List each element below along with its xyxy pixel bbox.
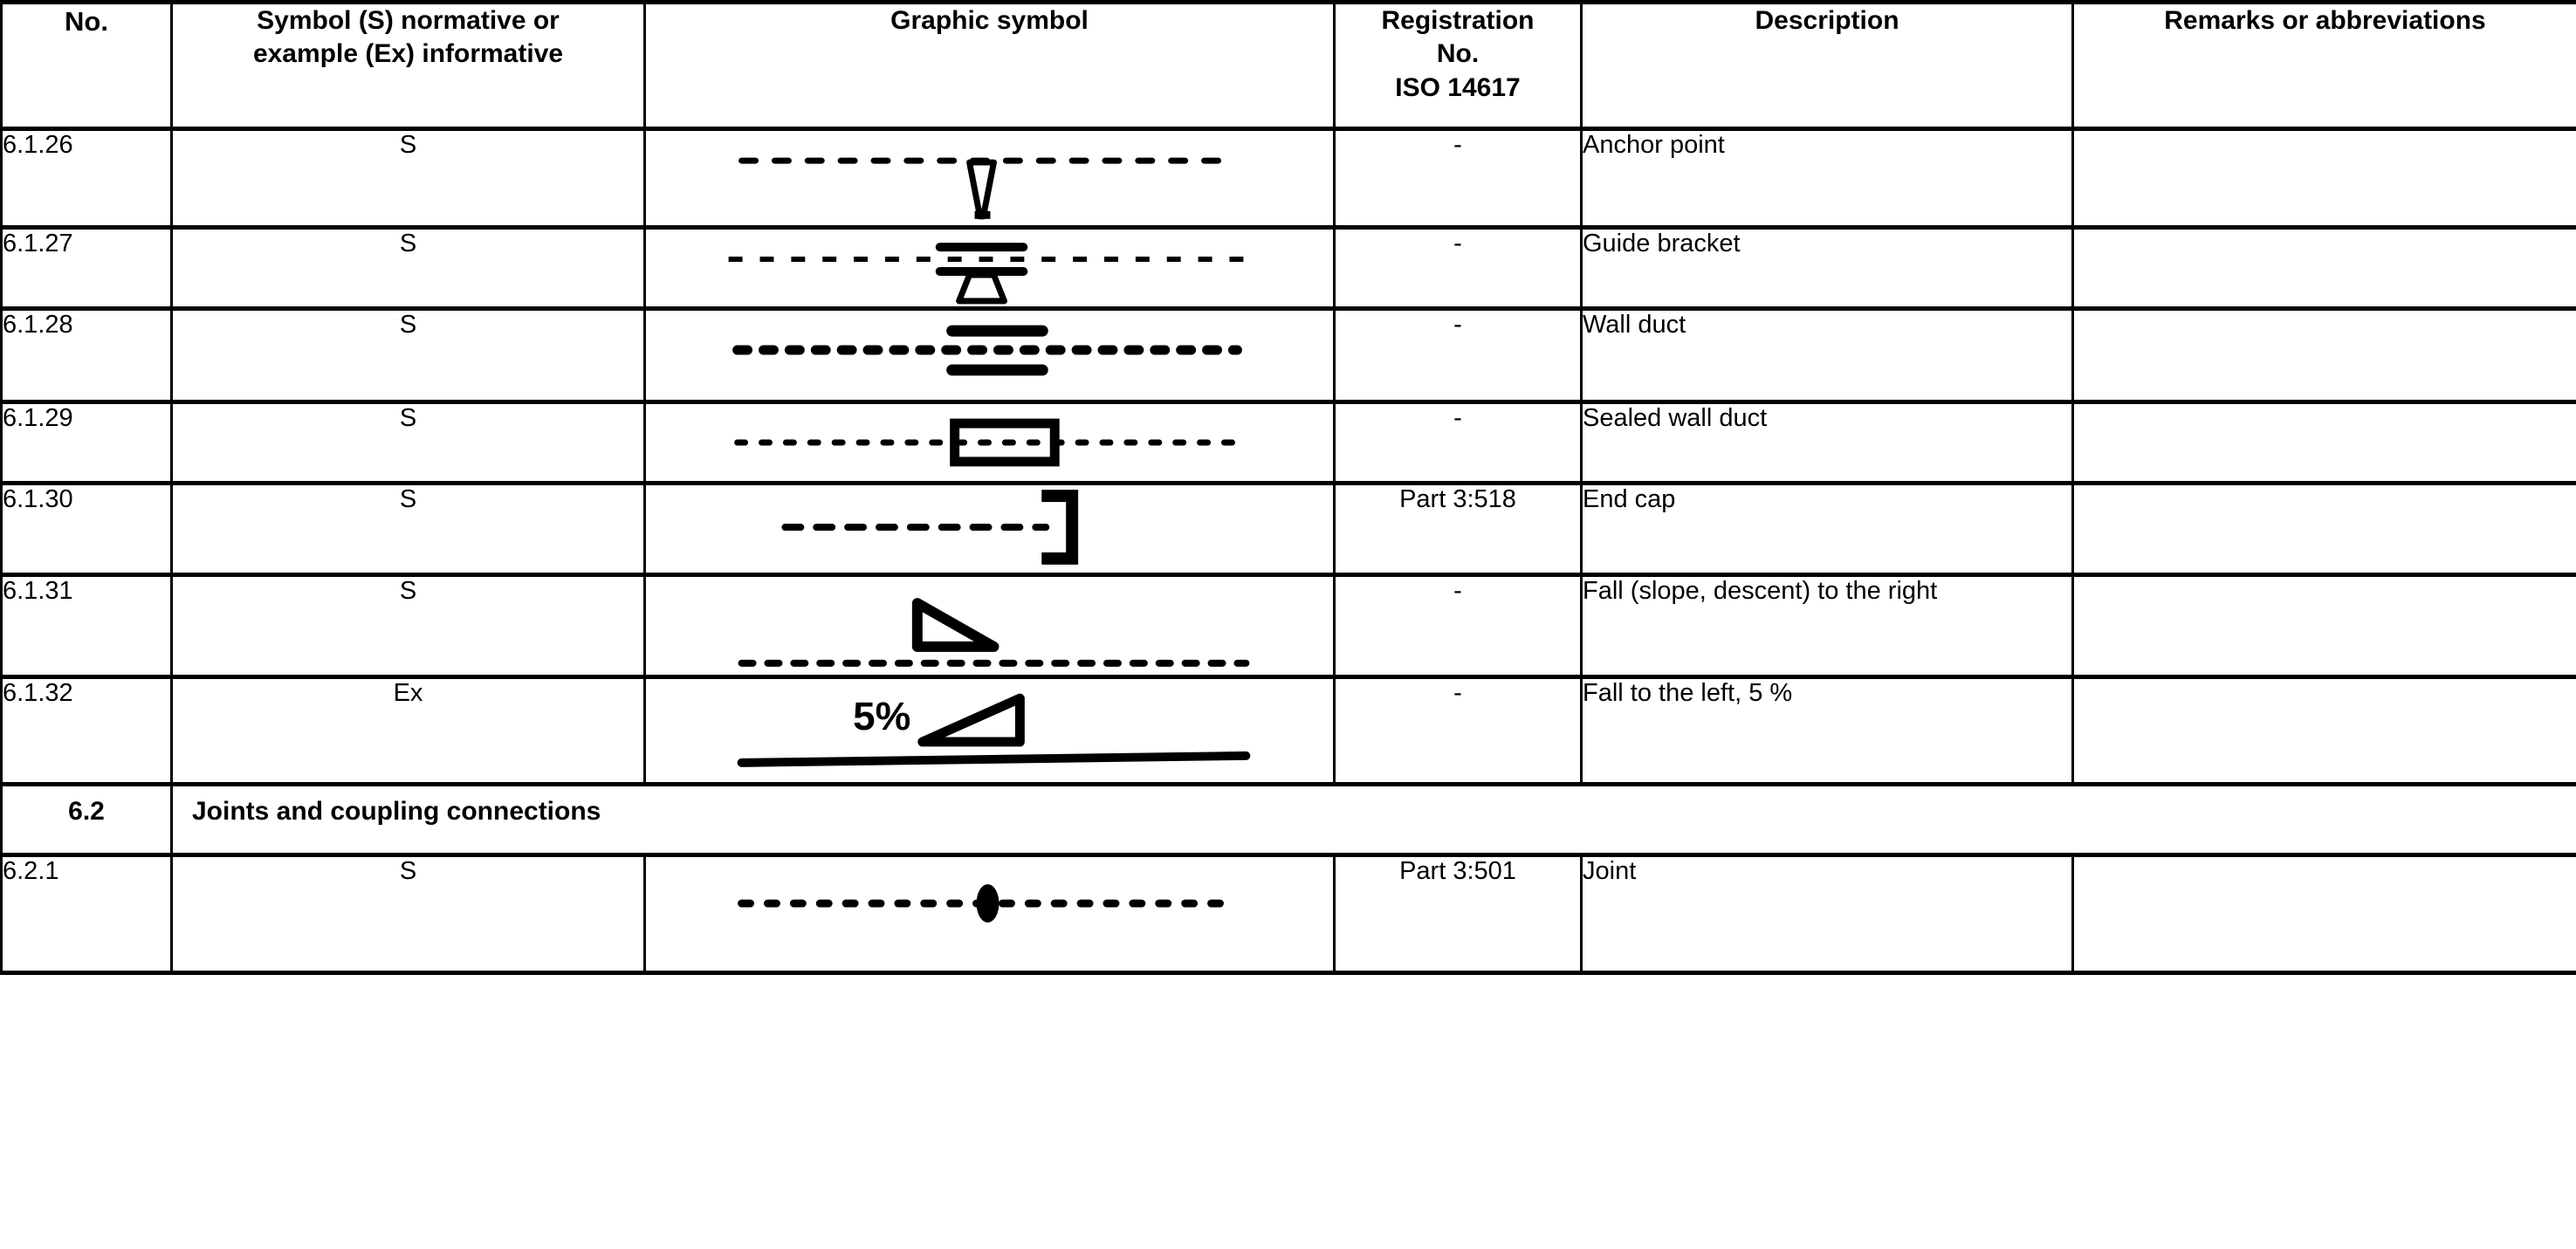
sealed-wall-duct-symbol xyxy=(648,407,1332,479)
cell-description: Joint xyxy=(1580,853,2074,975)
cell-registration-no: - xyxy=(1333,127,1583,230)
column-header-symbol-line2: example (Ex) informative xyxy=(252,39,564,69)
cell-no: 6.1.26 xyxy=(0,127,173,230)
cell-registration-no: - xyxy=(1333,225,1583,311)
table-row: 6.2.1 S Part 3:501 Joint xyxy=(0,853,2576,975)
cell-symbol-type: S xyxy=(170,853,646,975)
table-row: 6.1.30 S Part 3:518 End cap xyxy=(0,481,2576,577)
cell-registration-no: - xyxy=(1333,573,1583,679)
column-header-registration-no: Registration No. ISO 14617 xyxy=(1333,0,1583,131)
cell-description: Fall to the left, 5 % xyxy=(1580,675,2074,786)
table-row: 6.1.32 Ex 5% - Fall to the left, 5 % xyxy=(0,675,2576,786)
fall-right-symbol xyxy=(648,580,1332,673)
cell-no: 6.2.1 xyxy=(0,853,173,975)
fall-left-5-percent-symbol: 5% xyxy=(648,682,1332,780)
cell-description: Anchor point xyxy=(1580,127,2074,230)
section-number: 6.2 xyxy=(0,782,173,857)
cell-graphic-symbol xyxy=(643,306,1336,404)
cell-remarks xyxy=(2071,306,2576,404)
column-header-no-label: No. xyxy=(65,6,108,37)
table-row: 6.1.27 S - Guide bracket xyxy=(0,225,2576,311)
cell-remarks xyxy=(2071,127,2576,230)
column-header-registration-line3: ISO 14617 xyxy=(1395,72,1521,102)
cell-graphic-symbol xyxy=(643,481,1336,577)
wall-duct-symbol xyxy=(648,313,1332,398)
cell-remarks xyxy=(2071,481,2576,577)
cell-graphic-symbol: 5% xyxy=(643,675,1336,786)
column-header-symbol-line1: Symbol (S) normative or xyxy=(257,6,560,35)
graphic-symbols-table: No. Symbol (S) normative or example (Ex)… xyxy=(0,0,2576,975)
guide-bracket-symbol xyxy=(648,232,1332,305)
cell-no: 6.1.30 xyxy=(0,481,173,577)
cell-graphic-symbol xyxy=(643,127,1336,230)
column-header-description: Description xyxy=(1580,0,2074,131)
cell-registration-no: Part 3:518 xyxy=(1333,481,1583,577)
column-header-graphic-symbol: Graphic symbol xyxy=(643,0,1336,131)
cell-description: Sealed wall duct xyxy=(1580,400,2074,485)
cell-no: 6.1.28 xyxy=(0,306,173,404)
cell-symbol-type: Ex xyxy=(170,675,646,786)
cell-graphic-symbol xyxy=(643,573,1336,679)
table-row: 6.1.26 S - Anchor point xyxy=(0,127,2576,230)
cell-remarks xyxy=(2071,400,2576,485)
anchor-point-symbol xyxy=(648,134,1332,223)
cell-symbol-type: S xyxy=(170,127,646,230)
cell-graphic-symbol xyxy=(643,225,1336,311)
table-row: 6.1.29 S - Sealed wall duct xyxy=(0,400,2576,485)
cell-description: Fall (slope, descent) to the right xyxy=(1580,573,2074,679)
cell-graphic-symbol xyxy=(643,400,1336,485)
cell-remarks xyxy=(2071,225,2576,311)
table-header: No. Symbol (S) normative or example (Ex)… xyxy=(0,0,2576,131)
column-header-remarks-label: Remarks or abbreviations xyxy=(2164,6,2486,35)
column-header-symbol: Symbol (S) normative or example (Ex) inf… xyxy=(170,0,646,131)
header-row: No. Symbol (S) normative or example (Ex)… xyxy=(0,0,2576,131)
slope-percent-label: 5% xyxy=(853,694,910,738)
section-header-row: 6.2 Joints and coupling connections xyxy=(0,782,2576,857)
table-row: 6.1.28 S - Wall duct xyxy=(0,306,2576,404)
column-header-registration-line2: No. xyxy=(1436,39,1480,69)
cell-registration-no: - xyxy=(1333,306,1583,404)
column-header-registration-line1: Registration xyxy=(1381,6,1535,35)
end-cap-symbol xyxy=(648,488,1332,571)
table-body: 6.1.26 S - Anchor point 6. xyxy=(0,127,2576,975)
cell-registration-no: Part 3:501 xyxy=(1333,853,1583,975)
table-row: 6.1.31 S - Fall (slope, descent) to the … xyxy=(0,573,2576,679)
cell-no: 6.1.31 xyxy=(0,573,173,679)
cell-symbol-type: S xyxy=(170,573,646,679)
joint-symbol xyxy=(648,860,1332,969)
cell-no: 6.1.29 xyxy=(0,400,173,485)
cell-symbol-type: S xyxy=(170,306,646,404)
column-header-description-label: Description xyxy=(1755,6,1899,35)
cell-remarks xyxy=(2071,853,2576,975)
column-header-no: No. xyxy=(0,0,173,131)
cell-remarks xyxy=(2071,675,2576,786)
section-title: Joints and coupling connections xyxy=(170,782,2576,857)
column-header-graphic-symbol-label: Graphic symbol xyxy=(890,6,1089,35)
cell-description: End cap xyxy=(1580,481,2074,577)
cell-graphic-symbol xyxy=(643,853,1336,975)
cell-symbol-type: S xyxy=(170,400,646,485)
cell-no: 6.1.27 xyxy=(0,225,173,311)
cell-symbol-type: S xyxy=(170,225,646,311)
cell-registration-no: - xyxy=(1333,400,1583,485)
column-header-remarks: Remarks or abbreviations xyxy=(2071,0,2576,131)
cell-remarks xyxy=(2071,573,2576,679)
cell-registration-no: - xyxy=(1333,675,1583,786)
cell-description: Wall duct xyxy=(1580,306,2074,404)
cell-symbol-type: S xyxy=(170,481,646,577)
cell-no: 6.1.32 xyxy=(0,675,173,786)
cell-description: Guide bracket xyxy=(1580,225,2074,311)
